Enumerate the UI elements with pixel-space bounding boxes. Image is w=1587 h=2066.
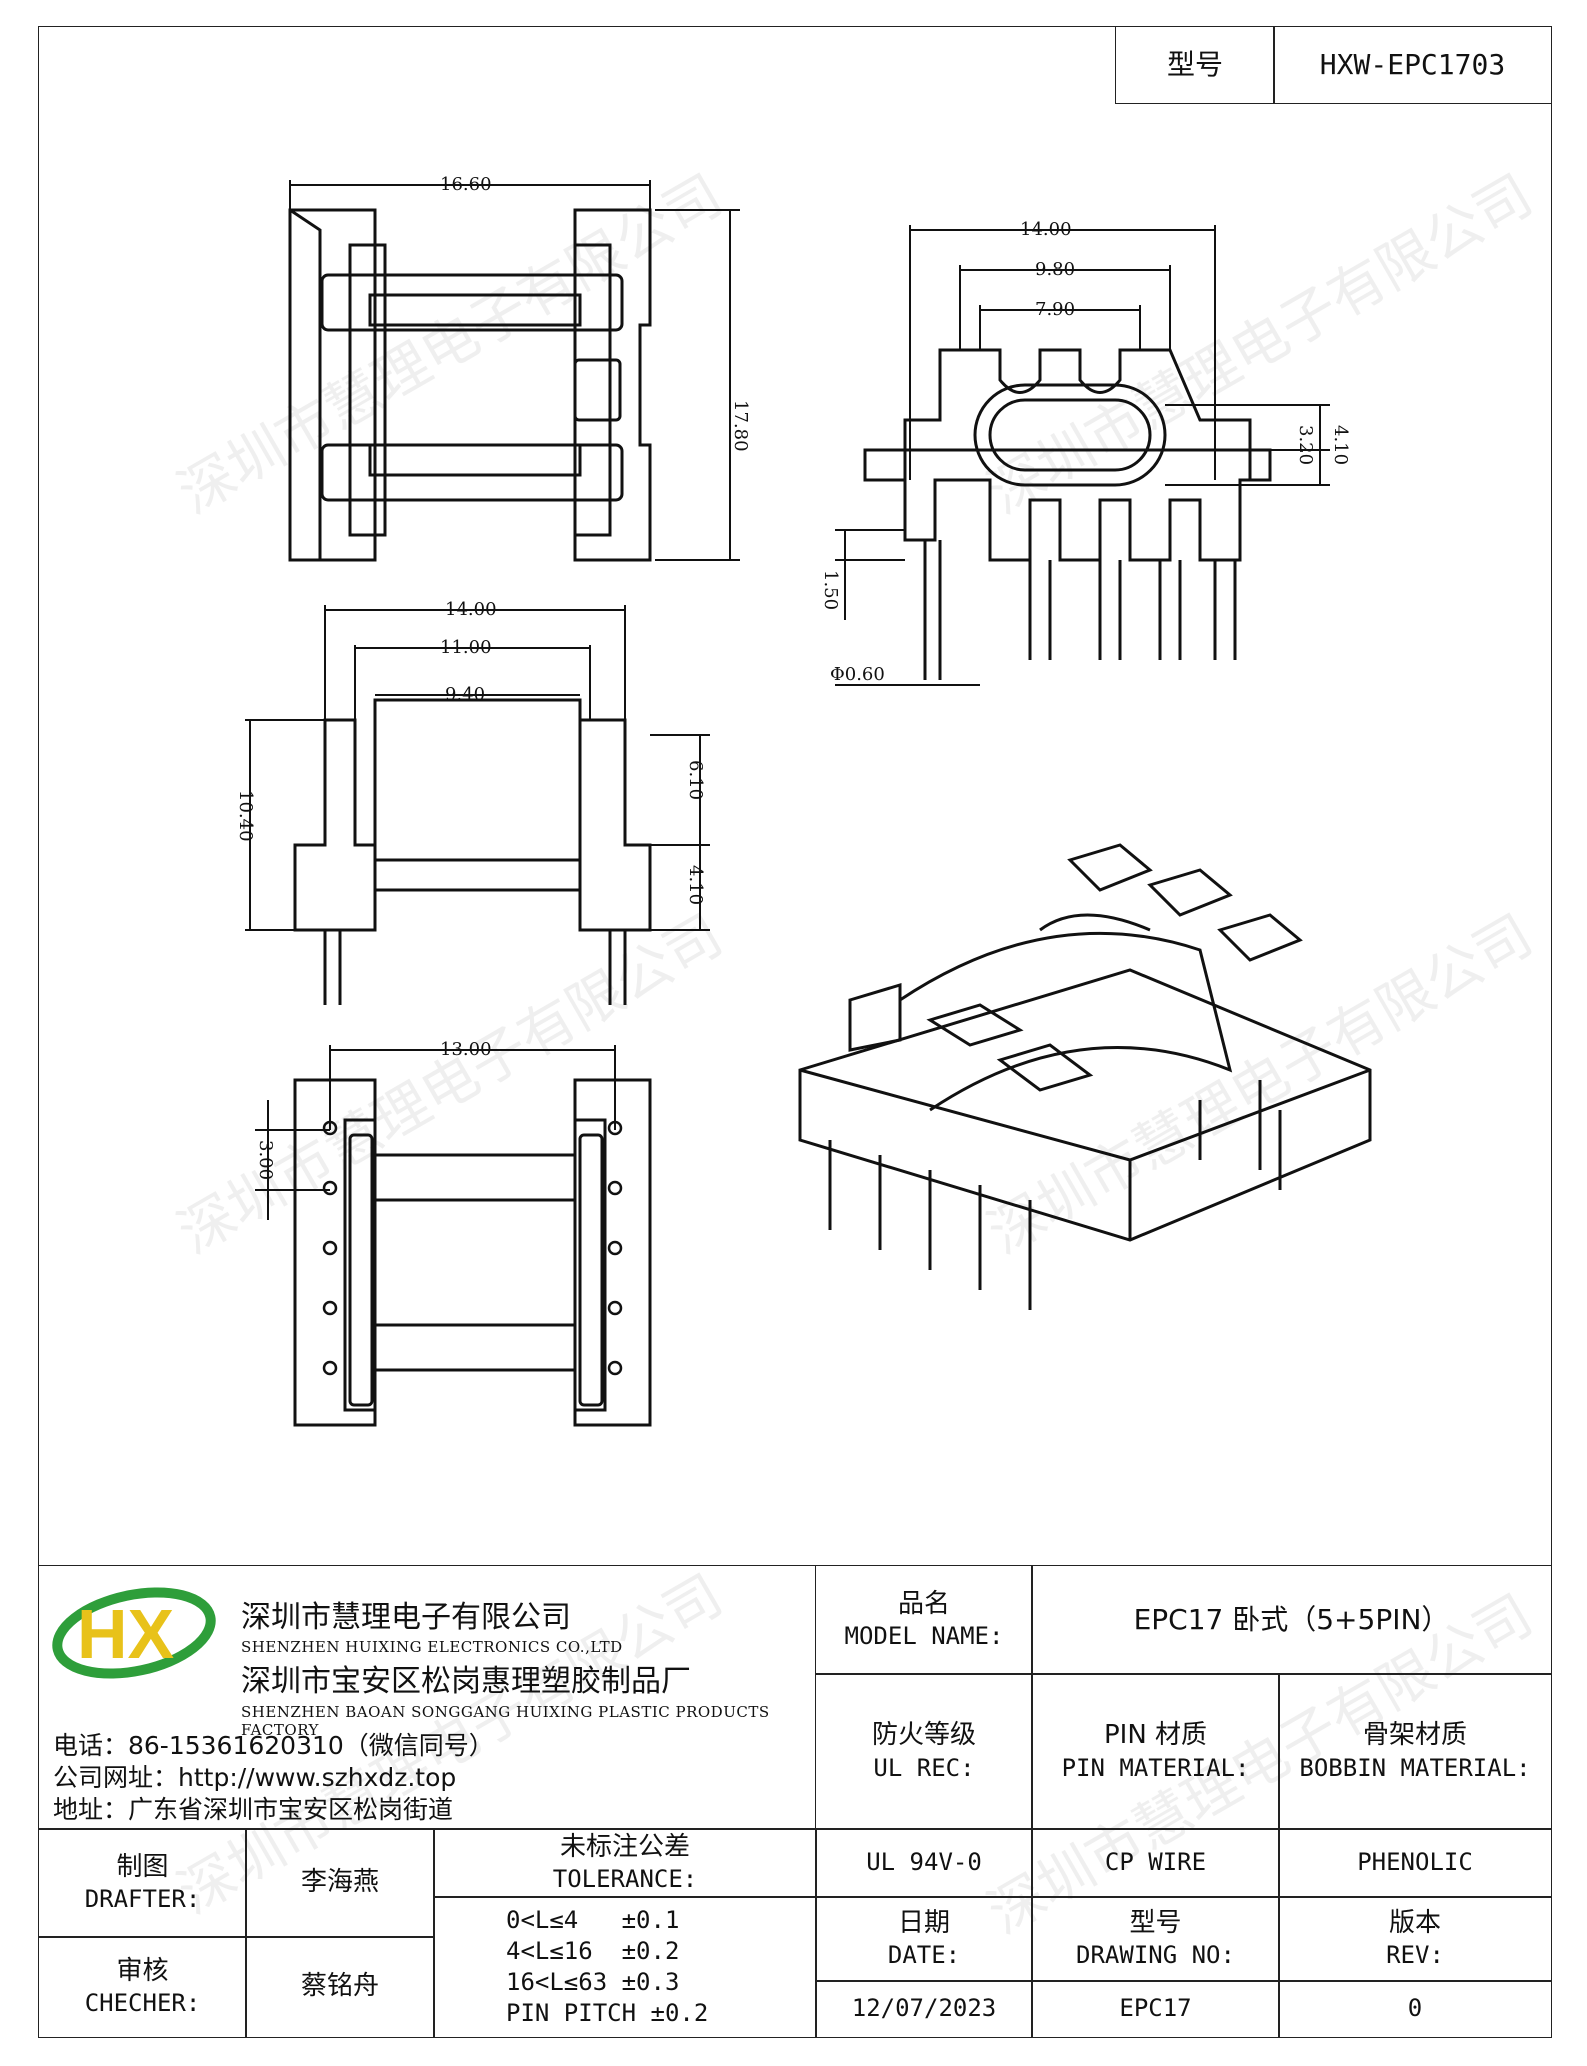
dim-side-inner2: 7.90 xyxy=(1035,299,1075,320)
top-view xyxy=(288,180,740,562)
logo-letters: HX xyxy=(77,1595,175,1673)
checker-value: 蔡铭舟 xyxy=(245,1936,435,2038)
checker-label: 审核 CHECHER: xyxy=(38,1936,247,2038)
header-model-label-text: 型号 xyxy=(1166,47,1223,81)
dim-pin-len: 1.50 xyxy=(820,570,841,610)
bobbin-material-cn: 骨架材质 xyxy=(1362,1720,1467,1750)
dim-side-h2: 4.10 xyxy=(1330,425,1351,465)
company-name-cn-2: 深圳市宝安区松岗惠理塑胶制品厂 xyxy=(241,1664,691,1699)
company-website[interactable]: 公司网址：http://www.szhxdz.top xyxy=(53,1763,457,1792)
drafter-name: 李海燕 xyxy=(300,1867,379,1898)
bottom-view xyxy=(255,1045,652,1427)
header-model-label: 型号 xyxy=(1115,26,1275,104)
dim-front-w3: 9.40 xyxy=(445,684,485,705)
drafter-value: 李海燕 xyxy=(245,1828,435,1938)
front-view xyxy=(245,605,710,1005)
company-phone: 电话：86-15361620310（微信同号） xyxy=(53,1731,494,1760)
ul-rec-value-text: UL 94V-0 xyxy=(866,1848,982,1877)
company-name-cn-1: 深圳市慧理电子有限公司 xyxy=(241,1600,571,1635)
model-name-cn: 品名 xyxy=(897,1588,950,1619)
tolerance-values: 0<L≤4 ±0.1 4<L≤16 ±0.2 16<L≤63 ±0.3 PIN … xyxy=(433,1896,817,2038)
model-name-en: MODEL NAME: xyxy=(844,1622,1004,1651)
header-model-value: HXW-EPC1703 xyxy=(1273,26,1552,104)
tolerance-row-4: PIN PITCH ±0.2 xyxy=(506,1999,709,2028)
dim-bottom-pitch: 3.00 xyxy=(255,1140,276,1180)
company-address: 地址：广东省深圳市宝安区松岗街道 xyxy=(53,1795,454,1824)
tolerance-row-2: 4<L≤16 ±0.2 xyxy=(506,1936,680,1965)
pin-material-en: PIN MATERIAL: xyxy=(1061,1753,1250,1782)
ul-rec-value: UL 94V-0 xyxy=(815,1828,1033,1898)
drawing-no-en: DRAWING NO: xyxy=(1076,1941,1235,1970)
bobbin-material-en: BOBBIN MATERIAL: xyxy=(1299,1753,1531,1782)
dim-side-h1: 3.20 xyxy=(1295,425,1316,465)
date-value: 12/07/2023 xyxy=(815,1980,1033,2038)
dim-pin-dia: Φ0.60 xyxy=(830,664,885,685)
dim-top-width: 16.60 xyxy=(440,174,492,195)
rev-value-text: 0 xyxy=(1407,1994,1423,2023)
ul-rec-cn: 防火等级 xyxy=(871,1720,976,1750)
date-cn: 日期 xyxy=(897,1907,950,1938)
dim-side-inner1: 9.80 xyxy=(1035,259,1075,280)
pin-material-cn: PIN 材质 xyxy=(1103,1720,1208,1750)
drawing-no-cn: 型号 xyxy=(1129,1907,1182,1938)
pin-material-value: CP WIRE xyxy=(1031,1828,1280,1898)
ul-rec-en: UL REC: xyxy=(873,1753,975,1782)
drafter-label: 制图 DRAFTER: xyxy=(38,1828,247,1938)
tolerance-row-1: 0<L≤4 ±0.1 xyxy=(506,1905,680,1934)
dim-front-h3: 4.10 xyxy=(685,865,706,905)
model-name-value: EPC17 卧式（5+5PIN） xyxy=(1031,1565,1552,1675)
checker-cn: 审核 xyxy=(116,1955,169,1986)
dim-front-w2: 11.00 xyxy=(440,637,492,658)
bobbin-material-value: PHENOLIC xyxy=(1278,1828,1552,1898)
checker-en: CHECHER: xyxy=(84,1989,201,2018)
model-name-value-text: EPC17 卧式（5+5PIN） xyxy=(1133,1602,1450,1636)
bobbin-material-value-text: PHENOLIC xyxy=(1357,1848,1473,1877)
company-info: HX 深圳市慧理电子有限公司 SHENZHEN HUIXING ELECTRON… xyxy=(38,1565,816,1830)
rev-en: REV: xyxy=(1386,1941,1444,1970)
tolerance-en: TOLERANCE: xyxy=(552,1865,698,1894)
dim-front-w1: 14.00 xyxy=(445,599,497,620)
company-logo: HX xyxy=(52,1587,216,1679)
model-name-label: 品名 MODEL NAME: xyxy=(815,1565,1033,1675)
bobbin-material-label: 骨架材质 BOBBIN MATERIAL: xyxy=(1278,1673,1552,1830)
pin-material-label: PIN 材质 PIN MATERIAL: xyxy=(1031,1673,1280,1830)
dim-front-h1: 10.40 xyxy=(235,790,256,842)
drawing-no-value-text: EPC17 xyxy=(1119,1994,1192,2023)
drawing-no-value: EPC17 xyxy=(1031,1980,1280,2038)
drawing-no-label: 型号 DRAWING NO: xyxy=(1031,1896,1280,1982)
date-en: DATE: xyxy=(887,1941,961,1970)
tolerance-row-3: 16<L≤63 ±0.3 xyxy=(506,1968,680,1996)
rev-value: 0 xyxy=(1278,1980,1552,2038)
dim-bottom-w: 13.00 xyxy=(440,1039,492,1060)
technical-drawing: 16.60 17.80 14.00 9.80 7.90 3.20 4.10 1.… xyxy=(235,174,1372,1427)
tolerance-label: 未标注公差 TOLERANCE: xyxy=(433,1828,817,1898)
drafter-en: DRAFTER: xyxy=(84,1885,201,1914)
ul-rec-label: 防火等级 UL REC: xyxy=(815,1673,1033,1830)
header-model-value-text: HXW-EPC1703 xyxy=(1319,47,1506,81)
dim-top-height: 17.80 xyxy=(730,400,751,452)
company-name-en-1: SHENZHEN HUIXING ELECTRONICS CO.,LTD xyxy=(241,1638,623,1656)
date-value-text: 12/07/2023 xyxy=(851,1994,997,2023)
tolerance-cn: 未标注公差 xyxy=(559,1831,690,1862)
rev-cn: 版本 xyxy=(1388,1907,1441,1938)
date-label: 日期 DATE: xyxy=(815,1896,1033,1982)
rev-label: 版本 REV: xyxy=(1278,1896,1552,1982)
dim-front-h2: 6.10 xyxy=(685,760,706,800)
pin-material-value-text: CP WIRE xyxy=(1104,1848,1207,1877)
checker-name: 蔡铭舟 xyxy=(300,1971,379,2002)
drafter-cn: 制图 xyxy=(116,1851,169,1882)
dim-side-width: 14.00 xyxy=(1020,219,1072,240)
isometric-view xyxy=(798,843,1372,1310)
side-view xyxy=(835,225,1330,686)
company-name-en-2: SHENZHEN BAOAN SONGGANG HUIXING PLASTIC … xyxy=(241,1703,770,1739)
